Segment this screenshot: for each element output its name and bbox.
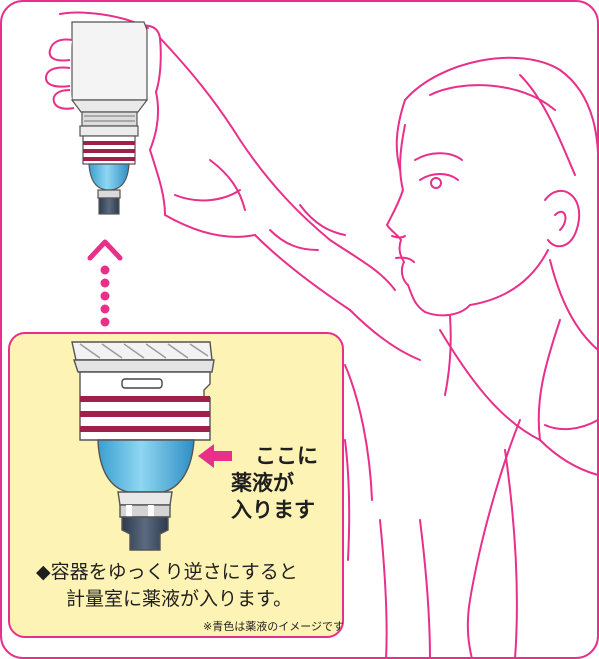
callout-line-2: 薬液が [231,471,294,495]
bottle-large [71,341,215,551]
chamber-callout: ここに 薬液が 入ります [231,443,318,524]
callout-line-3: 入ります [231,498,315,522]
callout-arrow [198,444,232,468]
note-line-1: ◆容器をゆっくり逆さにすると [36,561,298,583]
bottle-small [44,21,149,215]
footnote: ※青色は薬液のイメージです [203,620,344,633]
note-line-2: 計量室に薬液が入ります。 [66,588,293,610]
callout-line-1: ここに [255,444,318,468]
dotted-arrow-up [87,239,123,327]
